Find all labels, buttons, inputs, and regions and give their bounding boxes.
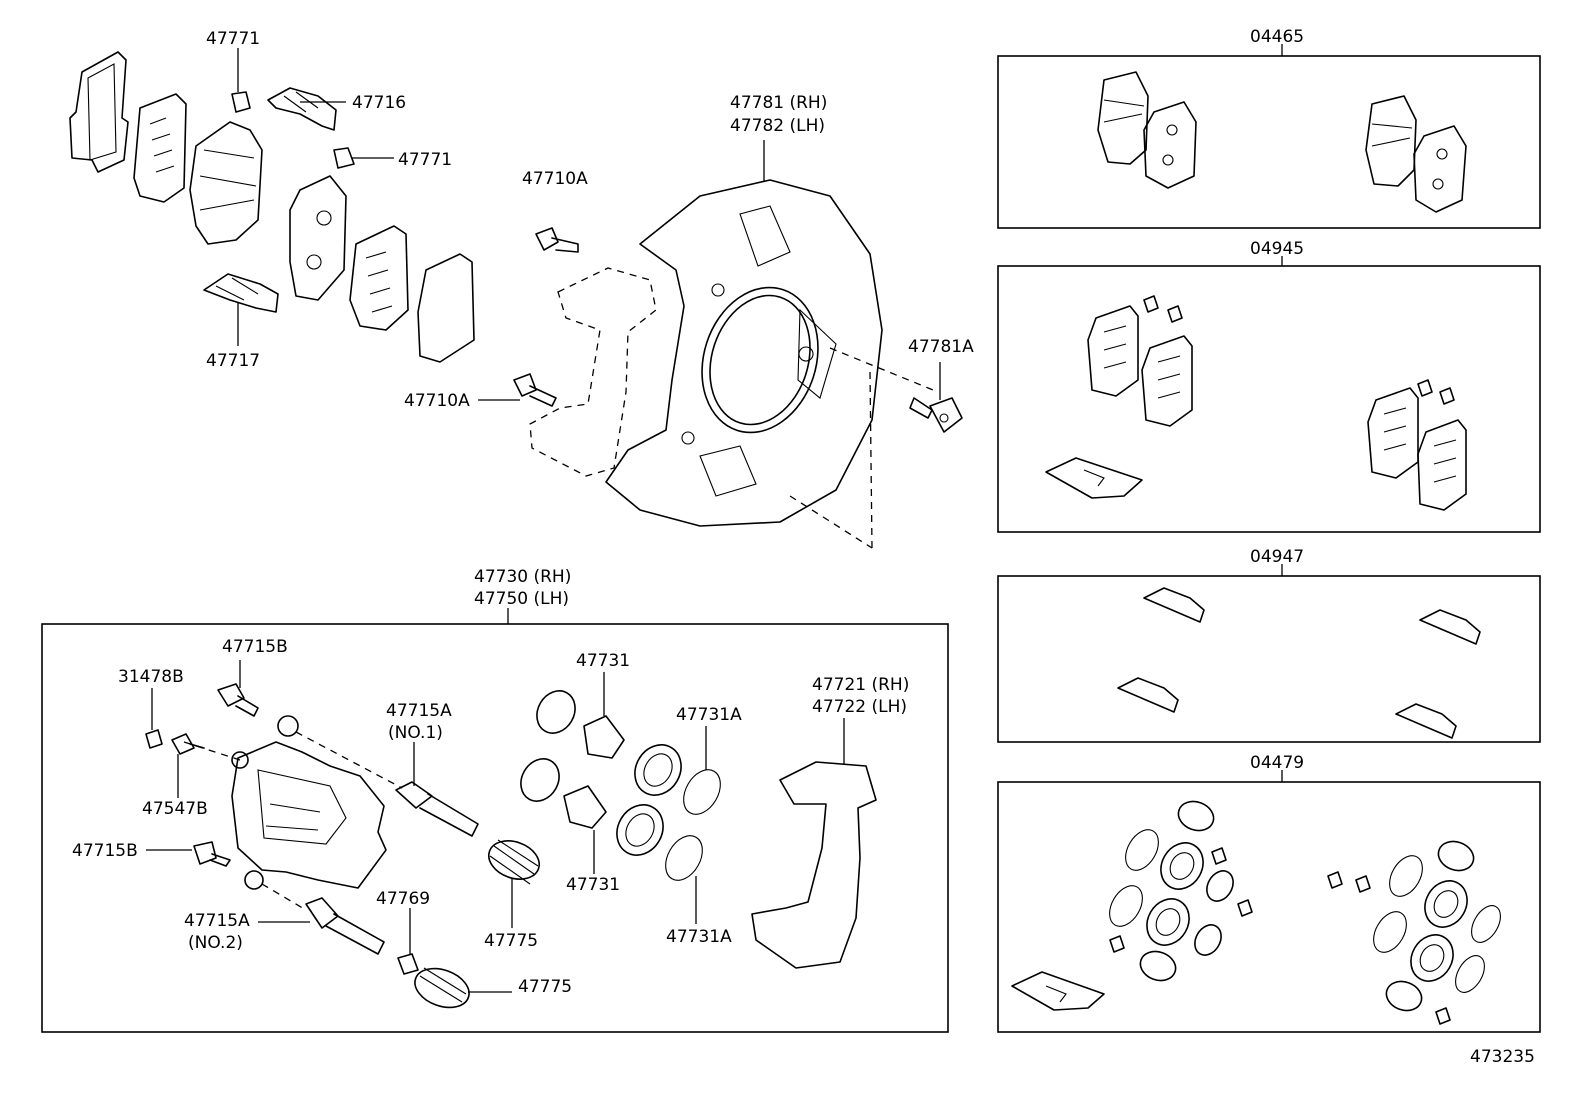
caliper-assembly-frame [41,623,949,1033]
bleeder-plug-47547B [171,733,205,755]
bolt-47715B-upper [217,683,259,717]
label-kit-04945: 04945 [1250,239,1304,259]
label-kit-04465: 04465 [1250,27,1304,47]
label-47731A-lower: 47731A [666,927,732,947]
kit-04479-seal-kit [1011,800,1501,1025]
label-47715A-no1: 47715A [386,701,452,721]
piston-seals-and-pistons [520,690,721,881]
label-47715A-no1-note: (NO.1) [388,723,443,743]
kit-04479-frame [997,781,1541,1033]
boot-47769 [397,953,419,975]
kit-04465-frame [997,55,1541,229]
bleeder-cap-31478B [145,729,163,749]
label-47775-upper: 47775 [484,931,538,951]
label-47710A-upper: 47710A [522,169,588,189]
kit-04945-shims [1045,295,1467,511]
label-31478B: 31478B [118,667,184,687]
bolt-47715B-lower [193,841,231,867]
pad-shim-inner-right [349,225,409,331]
caliper-body [231,715,387,890]
label-47775-lower: 47775 [518,977,572,997]
pad-with-holes [289,175,347,301]
label-47710A-lower: 47710A [404,391,470,411]
figure-number: 473235 [1470,1047,1535,1067]
label-47731-upper: 47731 [576,651,630,671]
bolt-47710A-lower [513,373,557,407]
kit-04465-pads [1097,71,1467,213]
bolt-47710A-upper [535,227,579,253]
kit-04947-frame [997,575,1541,743]
slide-pin-47715A-no1 [395,781,479,837]
pad-support-plate-47717 [203,273,279,313]
pad-shim-outer-right [417,253,475,363]
label-47781-rh: 47781 (RH) [730,93,827,113]
pad-shim-inner-left [133,93,187,203]
kit-04945-frame [997,265,1541,533]
label-47721-rh: 47721 (RH) [812,675,909,695]
anti-squeal-clip-47771-b [333,147,355,169]
label-47781A: 47781A [908,337,974,357]
label-47715A-no2: 47715A [184,911,250,931]
label-47782-lh: 47782 (LH) [730,116,825,136]
label-47716: 47716 [352,93,406,113]
anti-squeal-clip-47771-a [231,91,251,113]
caliper-bracket-dashed [529,267,657,477]
label-kit-04947: 04947 [1250,547,1304,567]
kit-04947-plates [1117,587,1481,739]
label-47731-lower: 47731 [566,875,620,895]
label-47722-lh: 47722 (LH) [812,697,907,717]
label-47750-lh: 47750 (LH) [474,589,569,609]
label-47730-rh: 47730 (RH) [474,567,571,587]
label-47731A-upper: 47731A [676,705,742,725]
slide-pin-boot-47775-lower [414,967,470,1009]
label-kit-04479: 04479 [1250,753,1304,773]
label-47715B-lower: 47715B [72,841,138,861]
pad-support-plate-47716 [267,87,337,131]
pad-shim-outer-left [69,51,129,173]
brake-pad-outer [189,121,263,245]
bolt-47781A [909,397,963,433]
label-47771-top: 47771 [206,29,260,49]
slide-pin-boot-47775-upper [488,839,540,885]
label-47717: 47717 [206,351,260,371]
label-47771-mid: 47771 [398,150,452,170]
label-47715B-upper: 47715B [222,637,288,657]
label-47715A-no2-note: (NO.2) [188,933,243,953]
label-47769: 47769 [376,889,430,909]
label-47547B: 47547B [142,799,208,819]
brake-dust-cover [605,179,883,527]
slide-pin-47715A-no2 [305,897,385,955]
caliper-bracket-47721 [751,761,877,969]
